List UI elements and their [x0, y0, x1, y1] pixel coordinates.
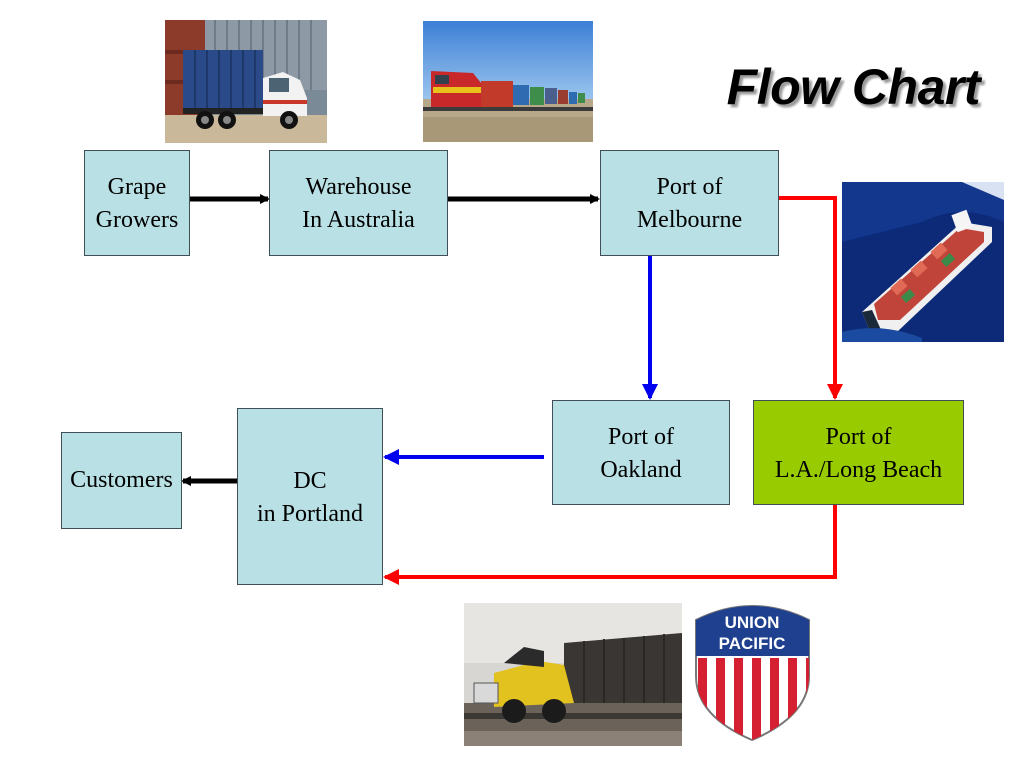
node-grape-growers-line-2: Growers — [95, 207, 179, 233]
node-port-la-line-1: Port of — [825, 424, 892, 450]
rail-vehicle-photo — [464, 603, 682, 746]
node-dc-portland-line-2: in Portland — [257, 501, 363, 527]
node-port-la-long-beach: Port of L.A./Long Beach — [753, 400, 964, 505]
arrow-la-to-dc — [383, 505, 837, 585]
node-warehouse-line-2: In Australia — [302, 207, 415, 233]
node-port-melbourne: Port of Melbourne — [600, 150, 779, 256]
node-dc-portland-line-1: DC — [293, 468, 327, 494]
node-customers-label: Customers — [70, 467, 173, 493]
node-port-oakland: Port of Oakland — [552, 400, 730, 505]
node-warehouse-line-1: Warehouse — [305, 174, 412, 200]
logo-line-1: UNION — [725, 613, 780, 632]
node-grape-growers-line-1: Grape — [107, 174, 167, 200]
node-grape-growers: Grape Growers — [84, 150, 190, 256]
node-port-melbourne-line-1: Port of — [656, 174, 723, 200]
node-port-oakland-line-2: Oakland — [600, 457, 682, 483]
arrow-melbourne-to-la — [779, 196, 843, 400]
node-dc-portland: DC in Portland — [237, 408, 383, 585]
union-pacific-logo: UNION PACIFIC — [690, 598, 815, 743]
train-photo — [423, 21, 593, 142]
node-port-oakland-line-1: Port of — [608, 424, 674, 450]
slide-title: Flow Chart — [726, 59, 981, 115]
node-port-melbourne-line-2: Melbourne — [636, 207, 743, 233]
node-port-la-line-2: L.A./Long Beach — [774, 457, 943, 483]
container-ship-photo — [842, 182, 1004, 342]
logo-line-2: PACIFIC — [719, 634, 786, 653]
node-warehouse: Warehouse In Australia — [269, 150, 448, 256]
truck-photo — [165, 20, 327, 143]
node-customers: Customers — [61, 432, 182, 529]
